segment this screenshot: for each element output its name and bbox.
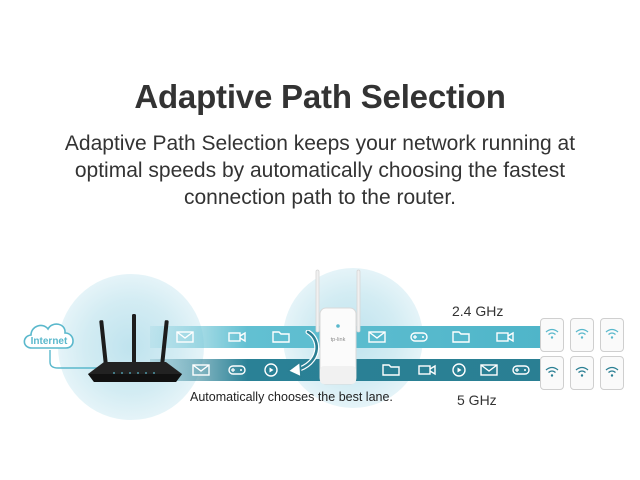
- wifi-icon: [605, 328, 619, 339]
- wifi-icon: [545, 328, 559, 339]
- internet-cable: [49, 350, 106, 369]
- video-icon: [228, 330, 246, 344]
- phone-icon: [600, 318, 624, 352]
- mail-icon: [480, 363, 498, 377]
- phone-icon: [540, 356, 564, 390]
- internet-label: Internet: [30, 336, 68, 347]
- mail-icon: [192, 363, 210, 377]
- phone-icon: [570, 356, 594, 390]
- folder-icon: [382, 363, 400, 377]
- range-extender-icon: tp-link: [315, 269, 361, 385]
- extender-brand: tp-link: [331, 337, 346, 343]
- gamepad-icon: [512, 363, 530, 377]
- folder-icon: [272, 330, 290, 344]
- phone-icon: [540, 318, 564, 352]
- phone-icon: [600, 356, 624, 390]
- mail-icon: [176, 330, 194, 344]
- switch-lane-arrow-icon: [287, 330, 320, 378]
- folder-icon: [452, 330, 470, 344]
- play-icon: [262, 363, 280, 377]
- gamepad-icon: [228, 363, 246, 377]
- wifi-icon: [575, 366, 589, 377]
- wifi-icon: [545, 366, 559, 377]
- band-2-4ghz-label: 2.4 GHz: [452, 303, 504, 319]
- page-description: Adaptive Path Selection keeps your netwo…: [64, 132, 576, 209]
- video-icon: [496, 330, 514, 344]
- band-5ghz-label: 5 GHz: [457, 392, 497, 408]
- diagram: Internet tp-link 2.4 GHz 5 GHz Automatic…: [0, 230, 640, 480]
- diagram-caption: Automatically chooses the best lane.: [190, 390, 393, 404]
- cloud-icon: [23, 323, 74, 349]
- mail-icon: [368, 330, 386, 344]
- phone-icon: [570, 318, 594, 352]
- wifi-icon: [575, 328, 589, 339]
- client-devices: [540, 318, 636, 394]
- router-icon: [88, 314, 182, 382]
- video-icon: [418, 363, 436, 377]
- wifi-icon: [605, 366, 619, 377]
- page-title: Adaptive Path Selection: [134, 78, 506, 115]
- gamepad-icon: [410, 330, 428, 344]
- play-icon: [450, 363, 468, 377]
